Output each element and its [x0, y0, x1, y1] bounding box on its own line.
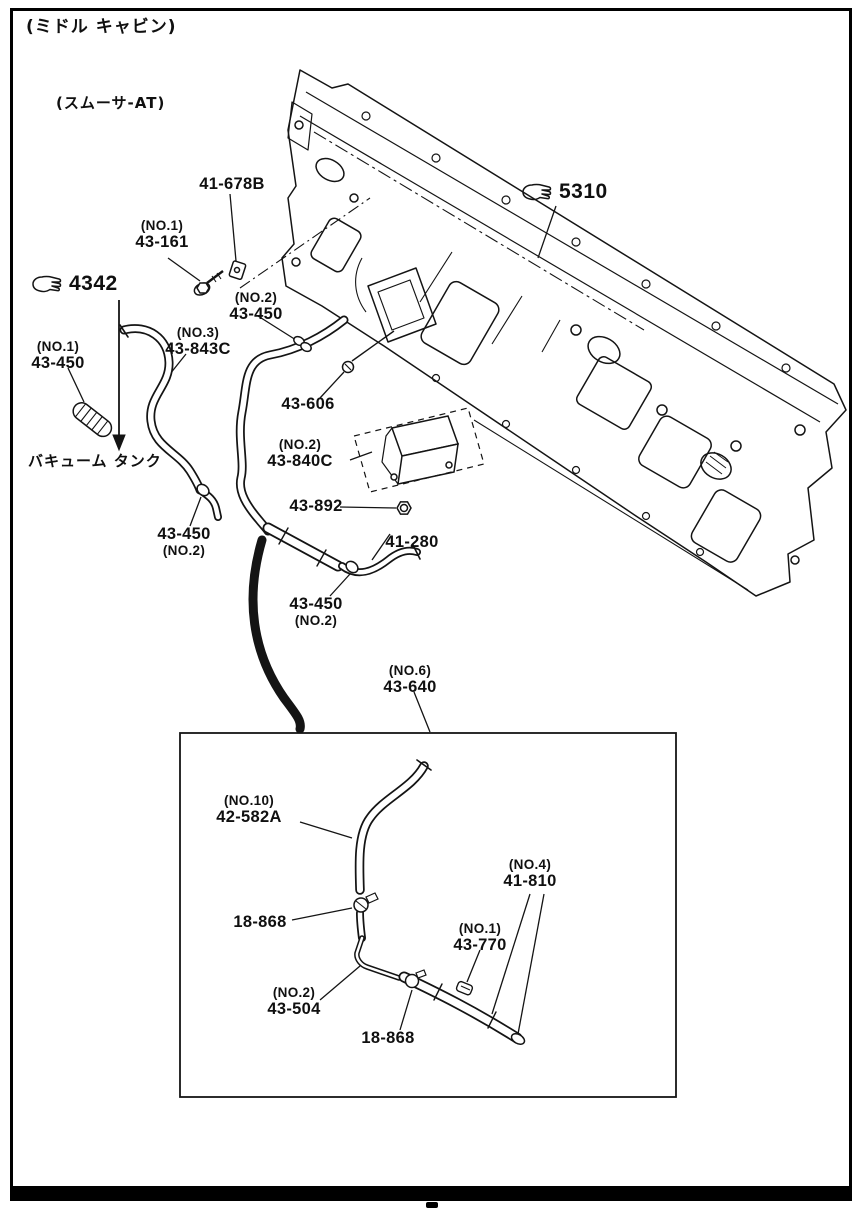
callout-no-label: (NO.2) — [162, 543, 206, 559]
callout-43-161: (NO.1) 43-161 — [116, 218, 208, 252]
callout-part-number: 43-504 — [267, 1000, 321, 1019]
note-middle-cabin: (ミドル キャビン) — [26, 17, 177, 37]
callout-no-label: (NO.2) — [234, 290, 278, 305]
callout-41-678b: 41-678B — [186, 175, 278, 193]
callout-part-number: 43-640 — [383, 678, 437, 697]
note-smoother-at: (スムーサ-AT) — [56, 94, 166, 112]
callout-18-868-upper: 18-868 — [214, 913, 306, 931]
callout-43-840c: (NO.2) 43-840C — [248, 437, 352, 471]
callout-43-770: (NO.1) 43-770 — [434, 921, 526, 955]
scan-mark — [426, 1202, 438, 1208]
callout-43-450-no1: (NO.1) 43-450 — [12, 339, 104, 373]
callout-no-label: (NO.2) — [278, 437, 322, 452]
callout-no-label: (NO.1) — [458, 921, 502, 936]
callout-43-504: (NO.2) 43-504 — [248, 985, 340, 1019]
callout-part-number: 43-770 — [453, 936, 507, 955]
callout-18-868-lower: 18-868 — [342, 1029, 434, 1047]
callout-part-number: 43-161 — [135, 233, 189, 252]
callout-part-number: 43-606 — [281, 395, 335, 413]
callout-43-892: 43-892 — [270, 497, 362, 515]
callout-part-number: 41-280 — [385, 533, 439, 551]
callout-41-810: (NO.4) 41-810 — [484, 857, 576, 891]
ref-callout-5310: 5310 — [520, 180, 608, 204]
callout-no-label: (NO.10) — [223, 793, 275, 808]
scan-bottom-bar — [10, 1186, 852, 1201]
callout-part-number: 43-450 — [157, 525, 211, 543]
callout-no-label: (NO.3) — [176, 325, 220, 340]
callout-part-number: 18-868 — [361, 1029, 415, 1047]
ref-callout-4342: 4342 — [30, 272, 118, 296]
callout-part-number: 43-450 — [31, 354, 85, 373]
note-vacuum-tank: バキューム タンク — [28, 452, 162, 470]
callout-no-label: (NO.1) — [140, 218, 184, 233]
callout-no-label: (NO.2) — [272, 985, 316, 1000]
callout-43-843c: (NO.3) 43-843C — [148, 325, 248, 359]
callout-43-606: 43-606 — [262, 395, 354, 413]
callout-43-450-no2-upper: (NO.2) 43-450 — [210, 290, 302, 324]
callout-43-640: (NO.6) 43-640 — [364, 663, 456, 697]
callout-part-number: 43-450 — [289, 595, 343, 613]
ref-part-number: 5310 — [559, 180, 608, 203]
callout-part-number: 43-892 — [289, 497, 343, 515]
callout-part-number: 43-840C — [267, 452, 333, 471]
callout-part-number: 41-810 — [503, 872, 557, 891]
callout-43-450-no2-left: 43-450 (NO.2) — [138, 525, 230, 559]
callout-41-280: 41-280 — [366, 533, 458, 551]
callout-part-number: 43-843C — [165, 340, 231, 359]
callout-part-number: 43-450 — [229, 305, 283, 324]
callout-42-582a: (NO.10) 42-582A — [198, 793, 300, 827]
callout-no-label: (NO.1) — [36, 339, 80, 354]
ref-part-number: 4342 — [69, 272, 118, 295]
callout-no-label: (NO.6) — [388, 663, 432, 678]
callout-part-number: 42-582A — [216, 808, 282, 827]
pointing-hand-icon — [30, 274, 62, 294]
callout-43-450-no2-lower: 43-450 (NO.2) — [270, 595, 362, 629]
callout-part-number: 18-868 — [233, 913, 287, 931]
pointing-hand-icon — [520, 182, 552, 202]
callout-no-label: (NO.2) — [294, 613, 338, 629]
callout-part-number: 41-678B — [199, 175, 265, 193]
callout-no-label: (NO.4) — [508, 857, 552, 872]
